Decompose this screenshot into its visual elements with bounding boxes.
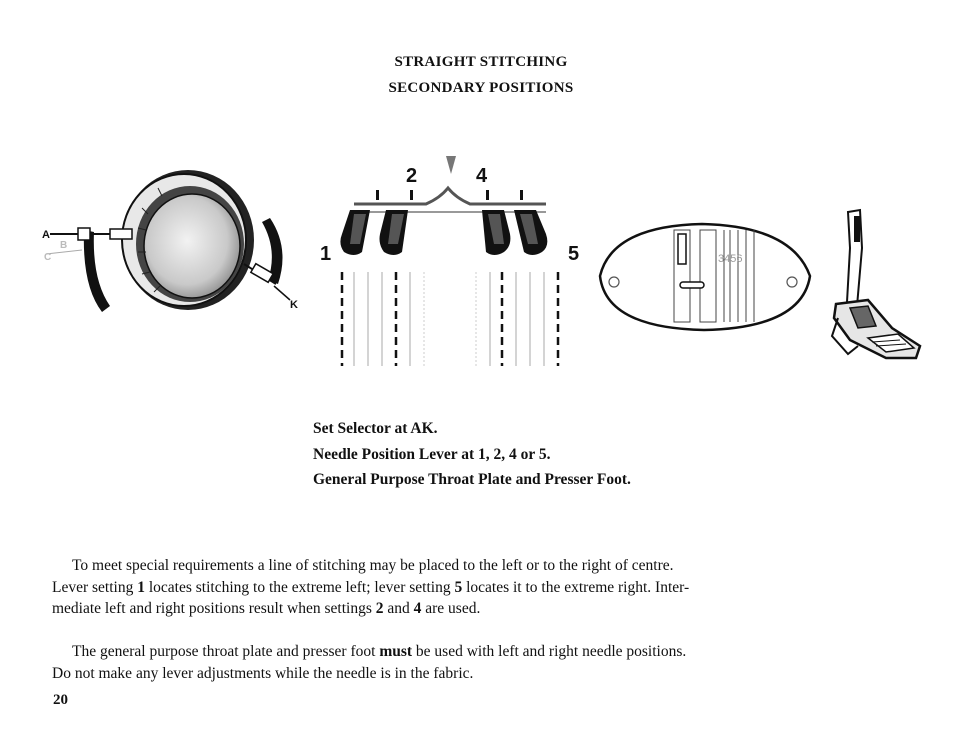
paragraph-line: To meet special requirements a line of s… bbox=[72, 557, 674, 574]
paragraph-line: Lever setting 1 locates stitching to the… bbox=[52, 578, 690, 596]
lever-label-2: 2 bbox=[406, 165, 417, 187]
needle-slot bbox=[679, 281, 705, 289]
page-subtitle: SECONDARY POSITIONS bbox=[388, 80, 574, 96]
lever-label-1: 1 bbox=[320, 243, 331, 265]
page-title: STRAIGHT STITCHING bbox=[394, 54, 568, 70]
needle-lever-illustration: 2 4 1 5 bbox=[320, 156, 579, 366]
lever-caps bbox=[340, 210, 548, 255]
dial-label-c: C bbox=[44, 252, 51, 263]
dial-label-k: K bbox=[290, 299, 298, 311]
right-guard-arc bbox=[262, 218, 283, 284]
plate-screw-right bbox=[786, 276, 798, 288]
plate-screw-left bbox=[608, 276, 620, 288]
paragraph-line: mediate left and right positions result … bbox=[52, 600, 481, 617]
dial-label-b: B bbox=[60, 240, 67, 251]
left-guard-arc bbox=[83, 230, 110, 312]
paragraph-line: The general purpose throat plate and pre… bbox=[72, 643, 687, 660]
selector-dial-illustration: A B C K bbox=[42, 170, 298, 312]
stitch-lines bbox=[340, 272, 560, 366]
lever-label-4: 4 bbox=[476, 165, 488, 187]
page-number: 20 bbox=[53, 692, 68, 708]
paragraph-warning: The general purpose throat plate and pre… bbox=[52, 641, 914, 684]
instruction-plate: General Purpose Throat Plate and Presser… bbox=[313, 471, 631, 488]
center-pointer bbox=[446, 156, 456, 174]
instruction-selector: Set Selector at AK. bbox=[313, 420, 438, 437]
paragraph-line: Do not make any lever adjustments while … bbox=[52, 664, 474, 682]
throat-plate-illustration: 3456 bbox=[598, 222, 812, 332]
lever-label-5: 5 bbox=[568, 243, 579, 265]
presser-foot-illustration bbox=[830, 208, 922, 360]
dial-knob-face bbox=[143, 193, 241, 299]
paragraph-positions: To meet special requirements a line of s… bbox=[52, 555, 914, 620]
plate-outline bbox=[598, 222, 812, 332]
plate-marking: 3456 bbox=[718, 253, 742, 265]
instruction-lever: Needle Position Lever at 1, 2, 4 or 5. bbox=[313, 446, 551, 463]
dial-label-a: A bbox=[42, 229, 50, 241]
